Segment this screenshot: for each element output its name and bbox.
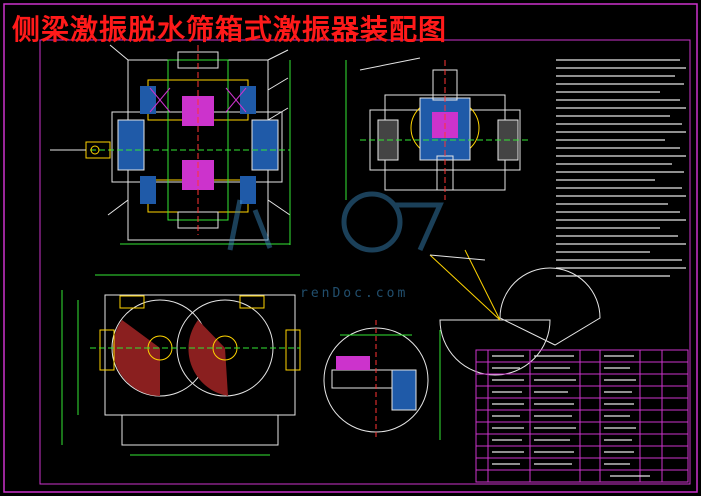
parts-list-table — [475, 349, 689, 483]
inner-frame — [39, 39, 691, 485]
parts-list-entries — [492, 355, 650, 477]
technical-notes — [556, 59, 686, 277]
side-view — [345, 57, 530, 200]
outer-frame — [3, 3, 698, 493]
detail-view — [323, 320, 441, 440]
watermark-text: renDoc.com — [300, 286, 409, 301]
gear-housing-view — [61, 274, 301, 456]
drawing-title: 侧梁激振脱水筛箱式激振器装配图 — [12, 13, 448, 46]
sector-sketch — [429, 249, 601, 376]
watermark-logo — [227, 191, 444, 253]
front-section-view — [50, 44, 291, 245]
